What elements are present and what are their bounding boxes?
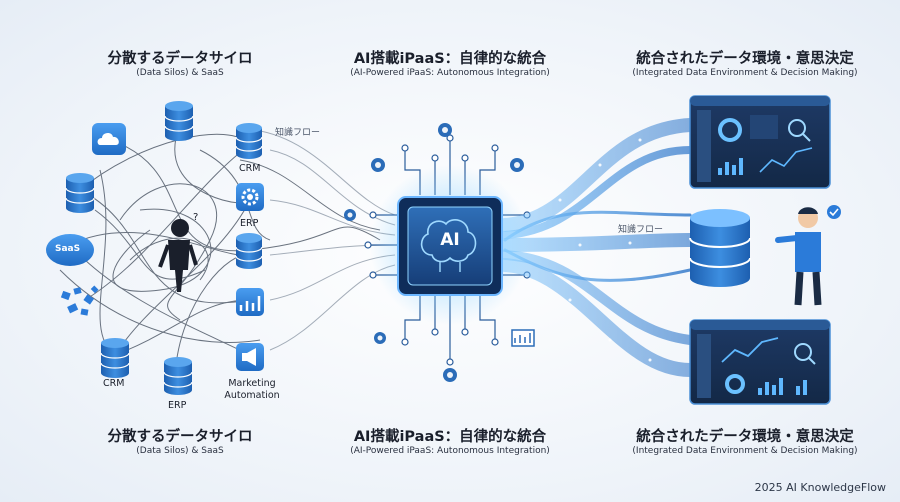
chart-icon [236, 288, 264, 316]
credit-text: 2025 AI KnowledgeFlow [754, 481, 886, 494]
left-title-top: 分散するデータサイロ [107, 51, 253, 67]
database-icon [65, 173, 95, 213]
crm-label-top: CRM [239, 163, 261, 174]
left-subtitle-bottom: (Data Silos) & SaaS [136, 446, 224, 456]
knowledge-flow-label-mid: 知識フロー [618, 225, 664, 235]
dashboard-panel-bottom [689, 319, 831, 405]
outgoing-data-streams [498, 118, 697, 377]
ai-chip [397, 196, 503, 296]
confused-person-icon [158, 219, 198, 292]
center-title-bottom: AI搭載iPaaS：自律的な統合 [353, 429, 547, 445]
marketing-automation-label: Marketing Automation [224, 378, 280, 401]
center-subtitle-bottom: (AI-Powered iPaaS: Autonomous Integratio… [350, 446, 550, 456]
gear-icon [344, 123, 524, 382]
stream-sparks [558, 138, 652, 362]
right-subtitle-bottom: (Integrated Data Environment & Decision … [632, 446, 858, 456]
erp-label-mid: ERP [240, 218, 259, 229]
right-title-top: 統合されたデータ環境・意思決定 [636, 51, 854, 67]
database-icon [164, 101, 194, 141]
center-title-top: AI搭載iPaaS：自律的な統合 [353, 51, 547, 67]
left-subtitle-top: (Data Silos) & SaaS [136, 68, 224, 78]
database-icon [235, 233, 263, 269]
database-icon [163, 357, 193, 395]
megaphone-icon [236, 343, 264, 371]
crm-label-bottom: CRM [103, 378, 125, 389]
left-title-bottom: 分散するデータサイロ [107, 429, 253, 445]
tangled-connections [59, 124, 381, 376]
center-subtitle-top: (AI-Powered iPaaS: Autonomous Integratio… [350, 68, 550, 78]
database-icon [100, 338, 130, 378]
brain-icon [420, 219, 477, 263]
knowledge-flow-label-top: 知識フロー [275, 128, 321, 138]
database-icon [235, 123, 263, 159]
ai-label: AI [440, 230, 460, 250]
dashboard-panel-top [689, 95, 831, 189]
right-subtitle-top: (Integrated Data Environment & Decision … [632, 68, 858, 78]
central-database-icon [689, 209, 751, 287]
broken-pieces-icon [60, 285, 99, 316]
saas-label: SaaS [55, 244, 81, 254]
cloud-icon [92, 123, 126, 155]
settings-gear-icon [236, 183, 264, 211]
saas-cloud-icon [46, 234, 94, 266]
right-title-bottom: 統合されたデータ環境・意思決定 [636, 429, 854, 445]
question-mark-icon: ? [193, 212, 198, 223]
erp-label-bottom: ERP [168, 400, 187, 411]
pointing-person-icon [775, 205, 841, 306]
mini-chart-icon [511, 329, 535, 347]
